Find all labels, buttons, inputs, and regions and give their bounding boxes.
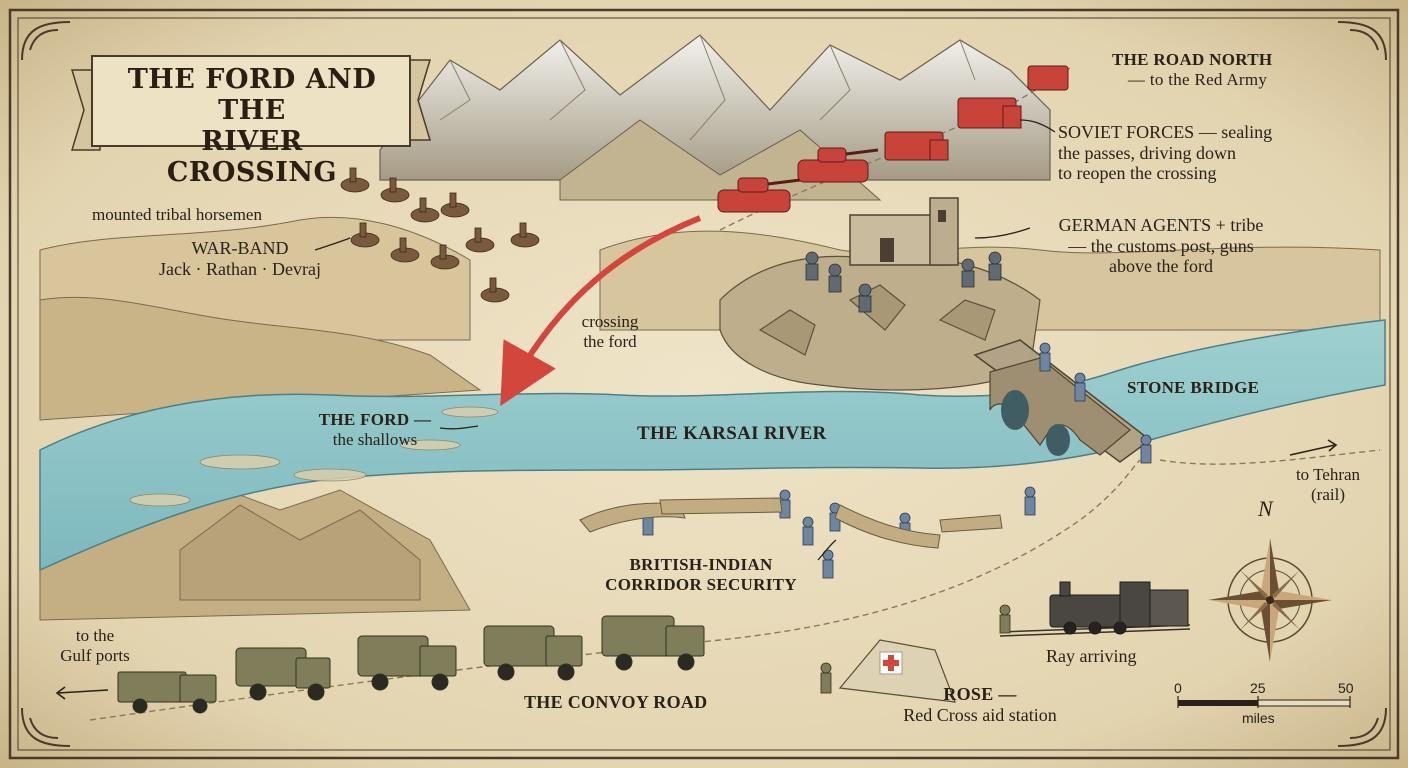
road-north-line-1: THE ROAD NORTH (1112, 50, 1273, 69)
soviet-tank-1 (717, 177, 801, 213)
sandbag-trenches (579, 497, 1003, 549)
label-soviet-forces: SOVIET FORCES — sealing the passes, driv… (1058, 122, 1272, 184)
crossing-arrow (500, 215, 702, 407)
german-agents-line-2: — the customs post, guns (1068, 235, 1254, 256)
locomotive (1049, 581, 1189, 635)
gulf-ports-line-2: Gulf ports (60, 645, 130, 665)
rose-line-1: ROSE — (943, 684, 1017, 704)
war-band-line-2: Jack · Rathan · Devraj (159, 258, 321, 279)
german-agents-line-3: above the ford (1109, 256, 1213, 277)
arrow-gulf (57, 689, 109, 694)
title-line-2: RIVER CROSSING (166, 126, 338, 189)
horseman-1 (340, 167, 370, 193)
direction-arrows (55, 439, 1338, 700)
horseman-2 (380, 177, 410, 203)
label-horsemen: mounted tribal horsemen (92, 205, 262, 224)
soviet-forces-line-1: SOVIET FORCES — sealing (1058, 122, 1273, 142)
arrow-tehran (1289, 444, 1336, 456)
stone-bridge (973, 339, 1152, 463)
label-karsai-river: THE KARSAI RIVER (637, 423, 827, 444)
label-stone-bridge: STONE BRIDGE (1127, 378, 1260, 397)
title-line-1: THE FORD AND THE (127, 64, 377, 127)
label-ray-arriving: Ray arriving (1046, 646, 1137, 666)
horseman-8 (465, 227, 495, 253)
the-ford-line-1: THE FORD — (318, 410, 432, 429)
compass-north-label: N (1258, 496, 1273, 521)
label-war-band: WAR-BAND Jack · Rathan · Devraj (140, 238, 340, 279)
convoy-truck-3 (357, 635, 457, 691)
compass-rose-icon (1208, 538, 1332, 662)
scale-bar (1177, 696, 1351, 708)
horseman-7 (430, 244, 460, 270)
label-tehran: to Tehran (rail) (1278, 465, 1378, 504)
label-rose: ROSE — Red Cross aid station (880, 684, 1080, 725)
scale-tick-0: 0 (1174, 680, 1182, 696)
rocky-outcrop (719, 255, 1041, 391)
horseman-5 (350, 222, 380, 248)
convoy-truck-5 (601, 615, 705, 671)
rose-line-2: Red Cross aid station (903, 704, 1057, 725)
soviet-column (717, 65, 1069, 213)
gulf-ports-line-1: to the (75, 626, 115, 645)
horseman-9 (510, 222, 540, 248)
soviet-forces-line-2: the passes, driving down (1058, 142, 1236, 163)
tehran-line-1: to Tehran (1295, 465, 1361, 484)
scale-tick-25: 25 (1250, 680, 1266, 696)
leader-lines (314, 119, 1056, 561)
label-gulf-ports: to the Gulf ports (40, 626, 150, 665)
label-road-north: THE ROAD NORTH — to the Red Army (1112, 50, 1272, 89)
figures-misc (820, 604, 1011, 694)
horsemen-war-band (340, 167, 540, 303)
soviet-tank-2 (797, 147, 879, 183)
convoy-truck-4 (483, 625, 583, 681)
crossing-line-2: the ford (583, 331, 637, 351)
label-convoy-road: THE CONVOY ROAD (524, 692, 708, 712)
horseman-4 (440, 192, 470, 218)
map-border (8, 8, 1400, 760)
british-indian-line-2: CORRIDOR SECURITY (605, 574, 797, 594)
label-british-indian: BRITISH-INDIAN CORRIDOR SECURITY (590, 555, 812, 594)
soviet-truck-3 (1027, 65, 1069, 91)
red-cross-tent (838, 639, 956, 703)
german-agents-line-1: GERMAN AGENTS + tribe (1058, 215, 1264, 235)
map-title: THE FORD AND THE RIVER CROSSING (112, 64, 392, 188)
horseman-3 (410, 197, 440, 223)
soviet-truck-1 (884, 131, 949, 161)
scale-unit: miles (1242, 710, 1275, 726)
scale-tick-50: 50 (1338, 680, 1354, 696)
tehran-line-2: (rail) (1311, 484, 1345, 504)
crossing-line-1: crossing (581, 312, 639, 331)
horseman-10 (480, 277, 510, 303)
customs-post (849, 197, 959, 266)
convoy-truck-2 (235, 647, 331, 701)
ford-shallows (129, 406, 499, 507)
convoy-trucks (117, 615, 705, 714)
corner-flourish-icon (21, 21, 1387, 747)
convoy-truck-1 (117, 671, 217, 714)
british-indian-line-1: BRITISH-INDIAN (629, 555, 773, 574)
soviet-truck-2 (957, 97, 1022, 129)
label-crossing: crossing the ford (560, 312, 660, 351)
road-north-line-2: — to the Red Army (1128, 69, 1268, 89)
german-agents (805, 251, 1002, 313)
label-the-ford: THE FORD — the shallows (310, 410, 440, 449)
label-german-agents: GERMAN AGENTS + tribe — the customs post… (1036, 215, 1286, 277)
soviet-forces-line-3: to reopen the crossing (1058, 163, 1217, 184)
horseman-6 (390, 237, 420, 263)
the-ford-line-2: the shallows (332, 429, 418, 449)
war-band-line-1: WAR-BAND (191, 238, 289, 258)
title-banner (70, 55, 432, 151)
